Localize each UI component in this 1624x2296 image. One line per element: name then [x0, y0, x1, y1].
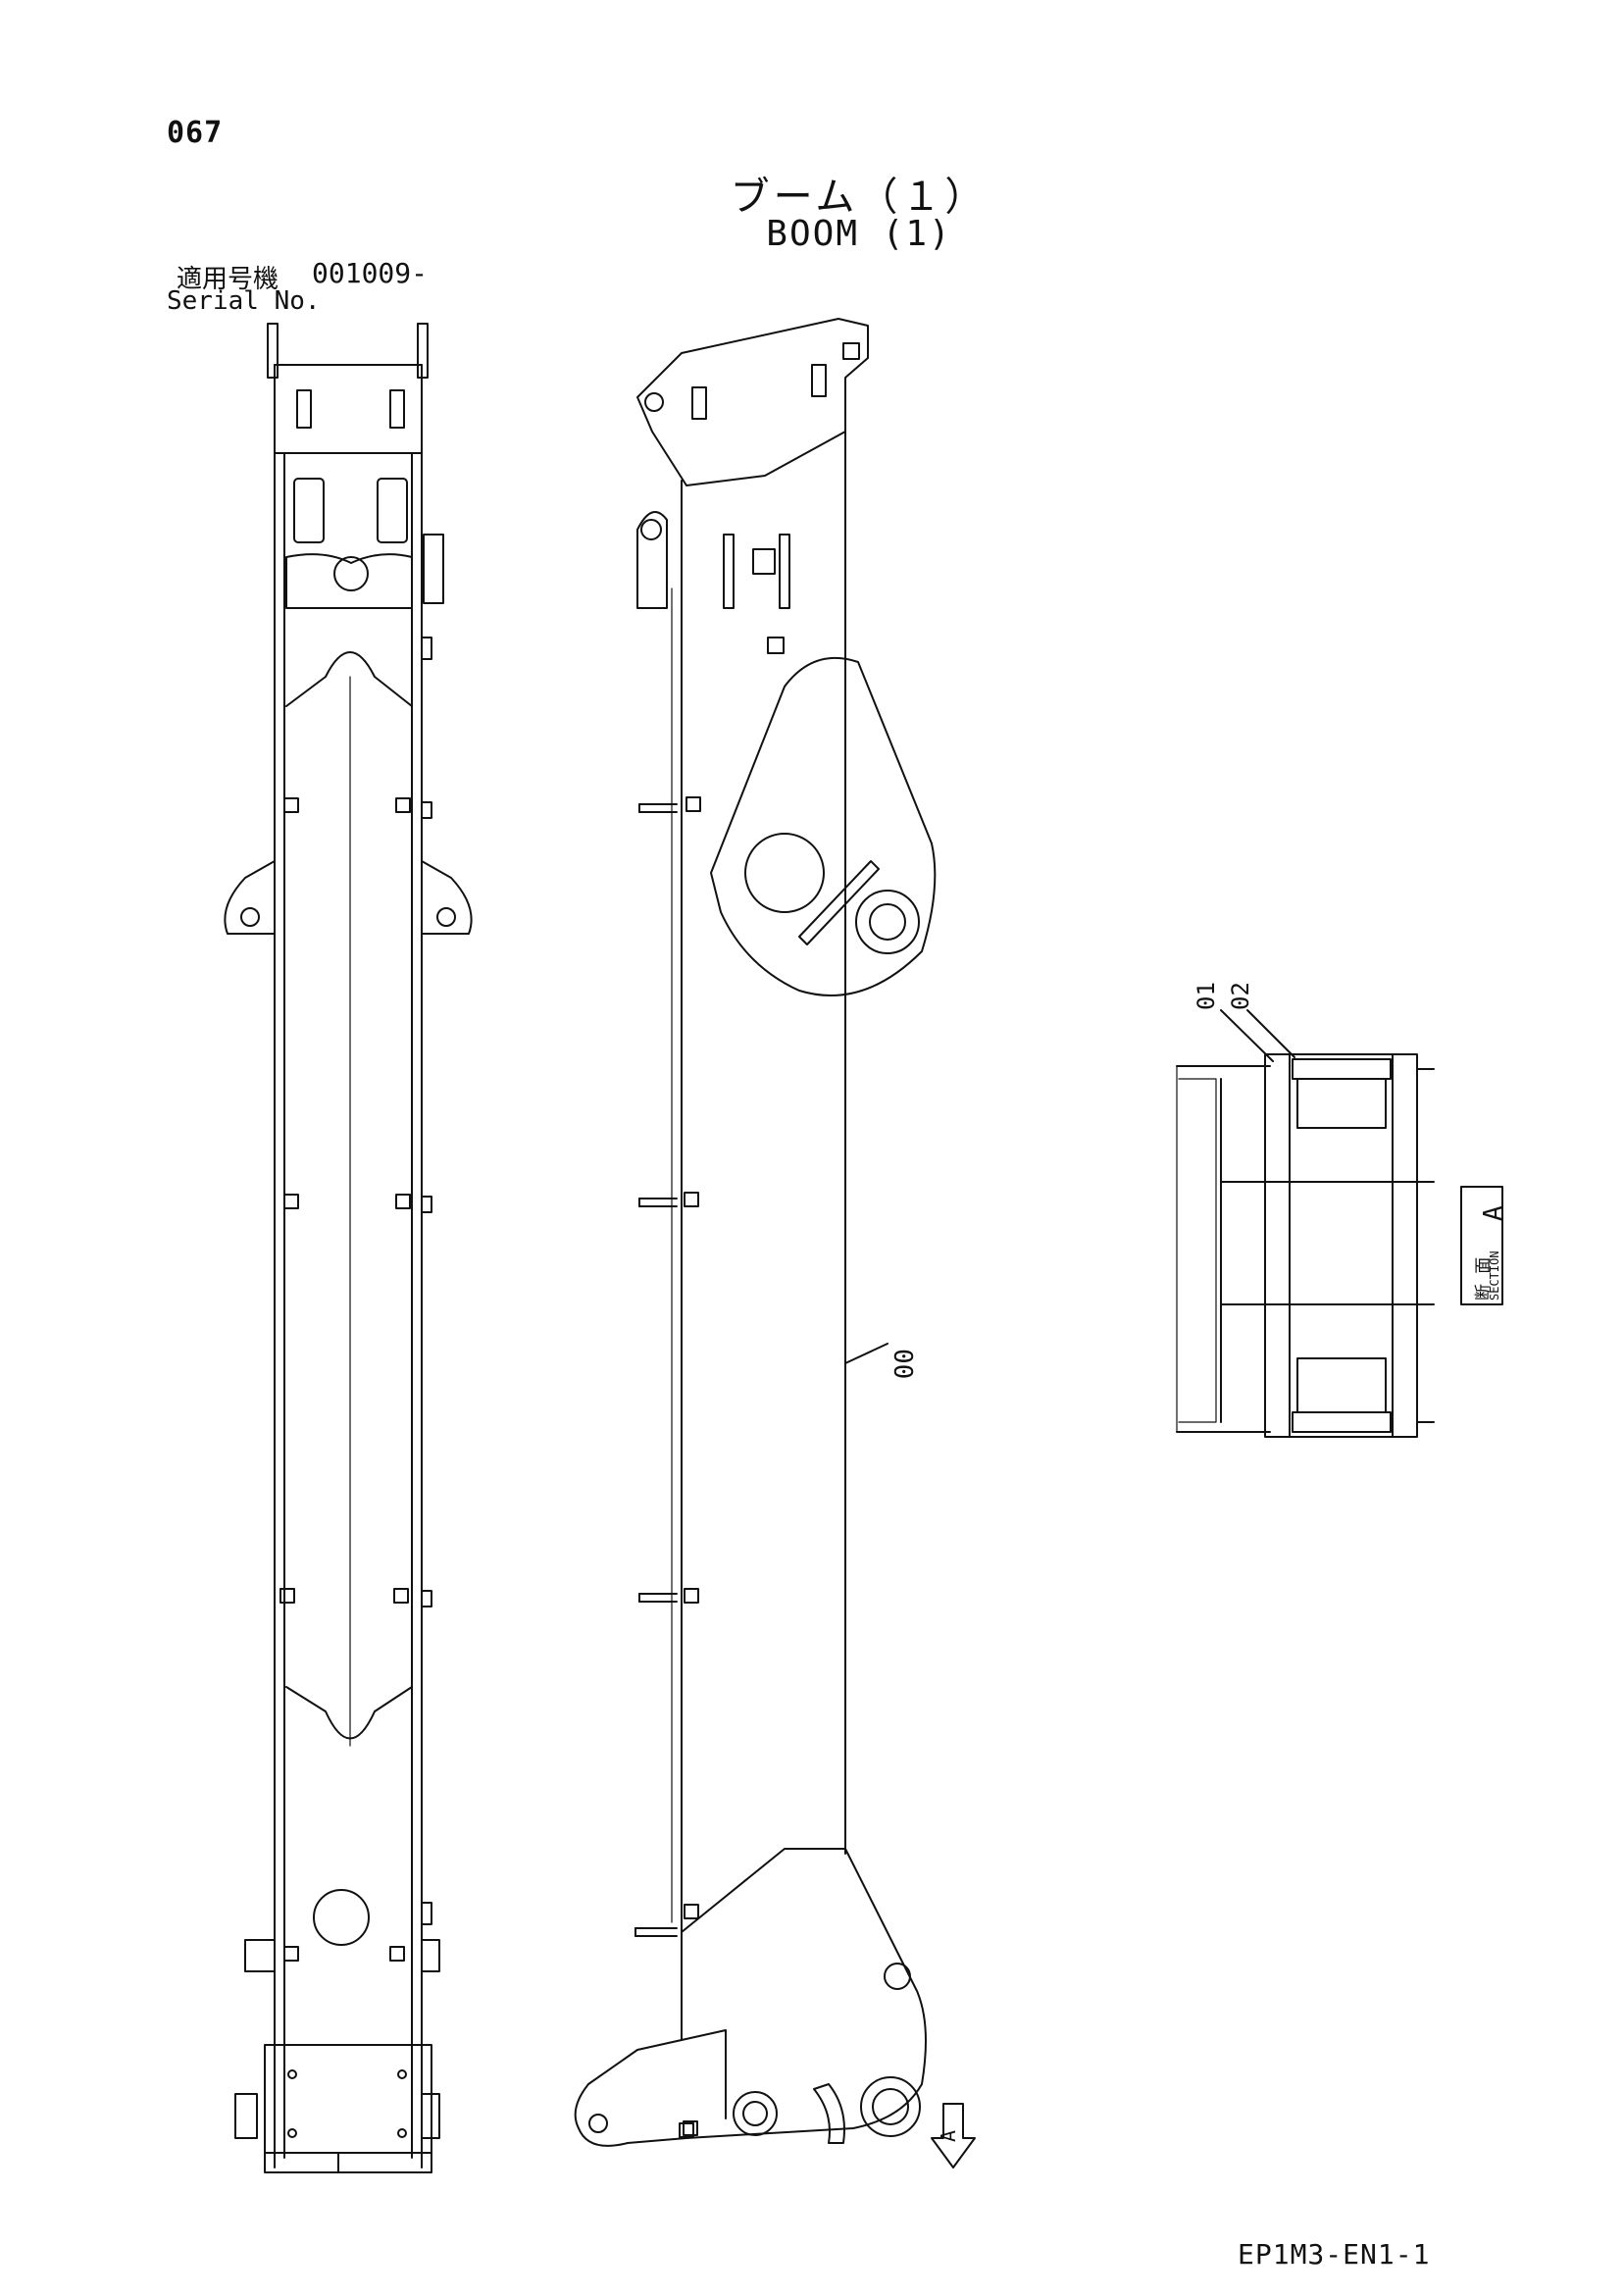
upper-taper [285, 651, 413, 707]
side-clip-lower [421, 1902, 432, 1925]
upper-bracket [636, 511, 668, 609]
gusset-rib [798, 860, 880, 945]
top-lug-left [267, 323, 279, 379]
side-bracket [423, 534, 444, 604]
page-number: 067 [167, 116, 224, 150]
section-arrow [931, 2103, 976, 2168]
lug-right [421, 860, 473, 935]
section-outer-box [1264, 1053, 1418, 1438]
foot-pin-hole [588, 2114, 608, 2133]
cross-plate-hole [333, 556, 369, 591]
callout-02-leader [1246, 1009, 1295, 1058]
foot-inner-plate [681, 2029, 727, 2119]
foot-boss-left-outer [733, 2091, 778, 2136]
foot-slot [813, 2083, 845, 2144]
section-a-detail: 01 02 断 面 SECTION A [1176, 982, 1508, 1438]
foot-boss-right [421, 1939, 440, 1972]
head-bolt [842, 342, 860, 360]
foot-boss-left [244, 1939, 276, 1972]
gusset-boss-outer [855, 890, 920, 954]
foot-hole [313, 1889, 370, 1946]
title-japanese: ブーム（１） [730, 175, 989, 220]
bolt-squares-side-view [679, 796, 701, 2138]
callout-00-leader [844, 1343, 888, 1364]
side-plate-1 [723, 534, 735, 609]
side-clip-upper [421, 637, 432, 660]
lug-right-hole [436, 907, 456, 927]
lower-taper [285, 1686, 413, 1740]
bolt-squares-top-view [279, 797, 411, 1962]
section-label-en: SECTION [1488, 1250, 1501, 1301]
callout-00: 00 [888, 1349, 917, 1379]
side-block [752, 548, 776, 575]
section-arrow-letter: A [937, 2130, 960, 2142]
opening-left [293, 478, 325, 543]
lug-left [224, 860, 276, 935]
section-label-jp: 断 面 [1474, 1257, 1494, 1301]
foot-small-hole [884, 1963, 911, 1990]
gusset-hole-large [744, 833, 825, 913]
foot-pin-left [234, 2093, 258, 2139]
callout-02: 02 [1227, 982, 1254, 1010]
boom-gusset [710, 656, 937, 996]
pin-stubs [634, 803, 678, 1937]
side-plate-2 [779, 534, 790, 609]
serial-label-english: Serial No. [167, 286, 321, 316]
boom-head [636, 318, 869, 486]
foot-boss-right-inner [872, 2088, 909, 2125]
head-pin-hole [644, 392, 664, 412]
callout-01: 01 [1193, 982, 1220, 1010]
boom-foot [574, 1848, 927, 2147]
side-clip-mid3 [421, 1590, 432, 1607]
foot-boss-left-inner [742, 2101, 768, 2126]
foot-frame [264, 2044, 432, 2173]
title-english: BOOM (1) [766, 214, 952, 254]
document-code: EP1M3-EN1-1 [1238, 2238, 1431, 2270]
head-slot-right [389, 389, 405, 429]
serial-label-japanese: 適用号機 [177, 265, 279, 294]
gusset-boss-inner [869, 903, 906, 941]
section-letter: A [1479, 1205, 1508, 1221]
callout-01-leader [1220, 1009, 1274, 1062]
head-slot-2 [811, 364, 827, 397]
lug-left-hole [240, 907, 260, 927]
serial-number-value: 001009- [312, 257, 429, 289]
head-slot-left [296, 389, 312, 429]
opening-right [377, 478, 408, 543]
gusset-bolt [767, 637, 785, 654]
boom-side-view: 00 A [574, 318, 976, 2168]
head-slot-1 [691, 386, 707, 420]
side-clip-mid2 [421, 1196, 432, 1213]
side-clip-mid1 [421, 801, 432, 819]
section-label-box [1460, 1186, 1503, 1305]
foot-boss-right-outer [860, 2076, 921, 2137]
boom-top-view [224, 323, 473, 2173]
cross-plate [285, 553, 413, 609]
section-inner-box [1289, 1053, 1394, 1438]
